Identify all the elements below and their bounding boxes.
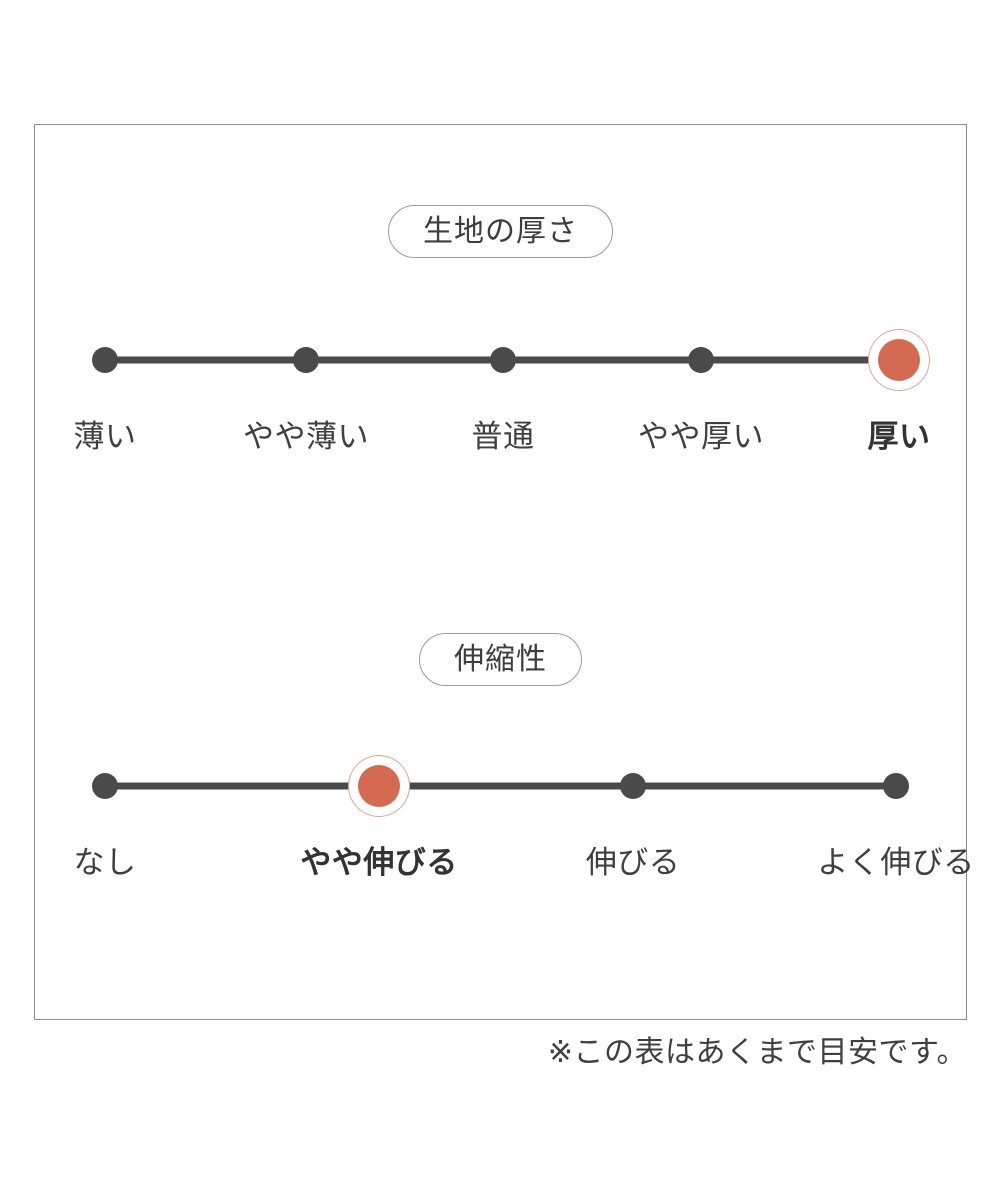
scale-track — [105, 782, 896, 790]
scale-label-2-selected: やや伸びる — [300, 845, 458, 880]
scale-label-4: よく伸びる — [817, 845, 975, 880]
scale-dot-4[interactable] — [883, 773, 909, 799]
section-title-fabric-thickness: 生地の厚さ — [388, 205, 613, 258]
scale-dot-4[interactable] — [688, 347, 714, 373]
scale-dot-5-selected[interactable] — [878, 339, 920, 381]
scale-labels-fabric-thickness: 薄い やや薄い 普通 やや厚い 厚い — [35, 418, 966, 466]
disclaimer-note: ※この表はあくまで目安です。 — [547, 1036, 967, 1069]
scale-dot-3[interactable] — [490, 347, 516, 373]
scale-dot-2[interactable] — [293, 347, 319, 373]
scale-label-5-selected: 厚い — [867, 419, 931, 454]
section-title-row: 伸縮性 — [35, 633, 966, 686]
scale-label-1: 薄い — [73, 419, 137, 454]
section-fabric-thickness: 生地の厚さ 薄い やや薄い 普通 やや厚い 厚い — [35, 205, 966, 466]
section-stretchiness: 伸縮性 なし やや伸びる 伸びる よく伸びる — [35, 633, 975, 892]
scale-dot-2-selected[interactable] — [358, 765, 400, 807]
scale-label-2: やや薄い — [243, 419, 369, 454]
scale-dot-3[interactable] — [620, 773, 646, 799]
scale-label-3: 普通 — [471, 419, 535, 454]
scale-fabric-thickness — [35, 332, 966, 388]
scale-dot-1[interactable] — [92, 773, 118, 799]
spec-panel: 生地の厚さ 薄い やや薄い 普通 やや厚い 厚い 伸縮性 — [34, 124, 975, 1020]
scale-label-1: なし — [73, 845, 137, 880]
scale-dot-1[interactable] — [92, 347, 118, 373]
section-title-stretchiness: 伸縮性 — [419, 633, 582, 686]
scale-labels-stretchiness: なし やや伸びる 伸びる よく伸びる — [35, 844, 975, 892]
scale-stretchiness — [35, 758, 966, 814]
section-title-row: 生地の厚さ — [35, 205, 966, 258]
scale-label-3: 伸びる — [585, 845, 681, 880]
scale-label-4: やや厚い — [638, 419, 764, 454]
